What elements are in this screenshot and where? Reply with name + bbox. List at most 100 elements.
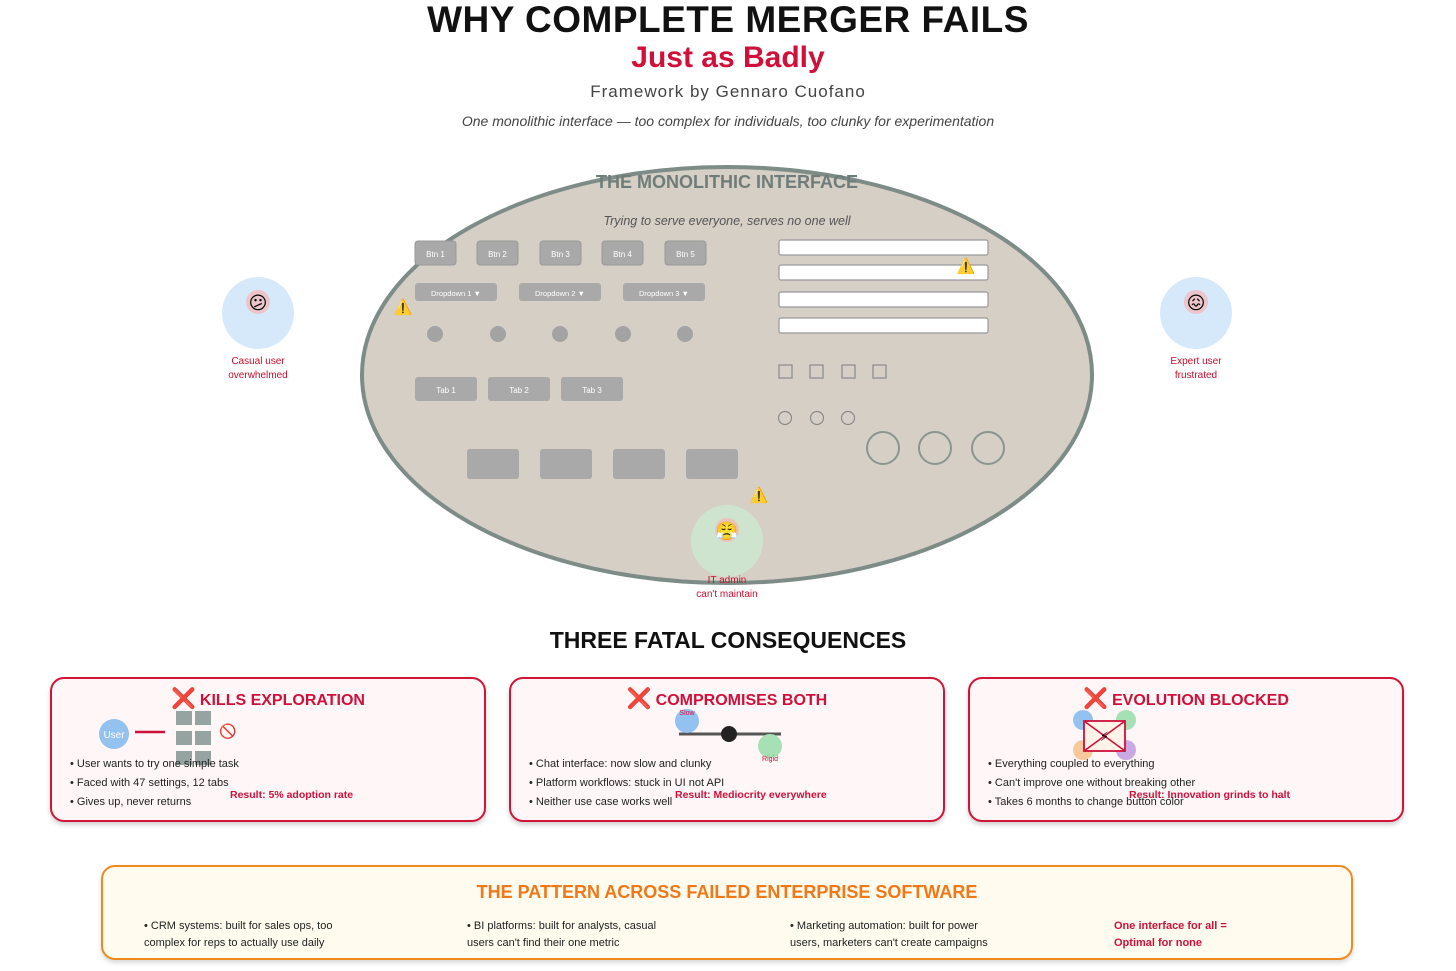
expert-user-label: Expert user frustrated	[1136, 355, 1256, 383]
lightning-icon: ⚡	[1100, 729, 1109, 744]
pattern-item-crm-line1: • CRM systems: built for sales ops, too	[144, 920, 333, 932]
mono-ring[interactable]	[971, 431, 1005, 465]
monolith-tab-row: Tab 1 Tab 2 Tab 3	[415, 377, 623, 401]
casual-user-label-line2: overwhelmed	[228, 370, 288, 381]
list-item: Takes 6 months to change button color	[988, 793, 1195, 812]
mono-block[interactable]	[540, 449, 592, 479]
mono-tab-1-label: Tab 1	[436, 386, 456, 395]
it-admin-label-line2: can't maintain	[696, 589, 758, 600]
mono-dropdown-3[interactable]	[623, 283, 705, 301]
pattern-item-marketing: • Marketing automation: built for power …	[790, 918, 1020, 952]
card-2-result: Result: Mediocrity everywhere	[675, 789, 827, 801]
mono-dot[interactable]	[552, 326, 568, 342]
monolith-title: THE MONOLITHIC INTERFACE	[596, 172, 858, 192]
mono-input[interactable]	[778, 291, 989, 308]
mono-button-2-label: Btn 2	[488, 250, 507, 259]
casual-user-emoji: 😕	[249, 293, 268, 313]
monolith-block-row	[467, 449, 738, 479]
monolith-dot-row	[427, 326, 693, 342]
balance-knob	[721, 726, 737, 742]
user-bubble-label: User	[103, 730, 125, 741]
mono-tab-1[interactable]	[415, 377, 477, 401]
pattern-item-crm: • CRM systems: built for sales ops, too …	[144, 918, 374, 952]
it-admin-emoji: 😤	[716, 521, 738, 541]
card-3-title: ❌EVOLUTION BLOCKED	[970, 689, 1402, 711]
mono-block[interactable]	[686, 449, 738, 479]
pattern-item-bi-line2: users can't find their one metric	[467, 937, 620, 949]
mono-checkbox[interactable]	[872, 364, 887, 379]
pattern-item-marketing-line2: users, marketers can't create campaigns	[790, 937, 988, 949]
expert-user-label-line2: frustrated	[1174, 370, 1218, 381]
card-2-graphic: Slow Rigid	[675, 709, 782, 763]
mono-dot[interactable]	[615, 326, 631, 342]
list-item: Neither use case works well	[529, 793, 724, 812]
mono-input[interactable]	[778, 264, 989, 281]
card-3-bullets: Everything coupled to everything Can't i…	[988, 755, 1195, 812]
mono-checkbox[interactable]	[778, 364, 793, 379]
mono-radio[interactable]	[809, 410, 825, 426]
page-title: WHY COMPLETE MERGER FAILS	[427, 0, 1029, 40]
pattern-item-marketing-line1: • Marketing automation: built for power	[790, 920, 978, 932]
card-2-title: ❌COMPROMISES BOTH	[511, 689, 943, 711]
mono-dropdown-2-label: Dropdown 2 ▼	[535, 289, 585, 298]
mono-ring[interactable]	[918, 431, 952, 465]
pattern-title: THE PATTERN ACROSS FAILED ENTERPRISE SOF…	[476, 882, 978, 902]
card-3-graphic: ⚡	[1073, 710, 1136, 760]
card-kills-exploration: User 🚫 ❌KILLS EXPLORATION User wants to …	[50, 677, 486, 822]
mono-dropdown-3-label: Dropdown 3 ▼	[639, 289, 689, 298]
mono-radio[interactable]	[840, 410, 856, 426]
mono-input[interactable]	[778, 239, 989, 256]
list-item: Chat interface: now slow and clunky	[529, 755, 724, 774]
mono-button-2[interactable]	[476, 240, 519, 266]
mono-input[interactable]	[778, 317, 989, 334]
mono-dot[interactable]	[677, 326, 693, 342]
mono-button-4-label: Btn 4	[613, 250, 632, 259]
mono-button-1-label: Btn 1	[426, 250, 445, 259]
mono-tab-2-label: Tab 2	[509, 386, 529, 395]
pattern-item-bi: • BI platforms: built for analysts, casu…	[467, 918, 697, 952]
mono-button-4[interactable]	[601, 240, 644, 266]
consequences-title: THREE FATAL CONSEQUENCES	[549, 627, 907, 653]
pattern-item-bi-line1: • BI platforms: built for analysts, casu…	[467, 920, 657, 932]
pattern-item-crm-line2: complex for reps to actually use daily	[144, 937, 325, 949]
warning-icon: ⚠️	[750, 486, 769, 504]
mono-dot[interactable]	[427, 326, 443, 342]
pattern-verdict-line1: One interface for all =	[1114, 920, 1227, 932]
list-item: Everything coupled to everything	[988, 755, 1195, 774]
list-item: Platform workflows: stuck in UI not API	[529, 774, 724, 793]
page-subtitle: Just as Badly	[631, 41, 825, 74]
x-icon: ❌	[1083, 688, 1108, 710]
mono-button-3-label: Btn 3	[551, 250, 570, 259]
mono-dot[interactable]	[490, 326, 506, 342]
mono-dropdown-2[interactable]	[519, 283, 601, 301]
mono-block[interactable]	[613, 449, 665, 479]
mono-button-1[interactable]	[414, 240, 457, 266]
mono-dropdown-1[interactable]	[415, 283, 497, 301]
monolith-ring-row	[866, 431, 1005, 465]
card-compromises-both: Slow Rigid ❌COMPROMISES BOTH Chat interf…	[509, 677, 945, 822]
card-evolution-blocked: ⚡ ❌EVOLUTION BLOCKED Everything coupled …	[968, 677, 1404, 822]
tagline: One monolithic interface — too complex f…	[461, 113, 995, 129]
card-1-graphic: User 🚫	[99, 711, 237, 765]
mono-checkbox[interactable]	[841, 364, 856, 379]
monolith-button-row: Btn 1 Btn 2 Btn 3 Btn 4 Btn 5	[414, 240, 707, 266]
list-item: Can't improve one without breaking other	[988, 774, 1195, 793]
slow-bubble	[675, 709, 699, 733]
card-1-bullets: User wants to try one simple task Faced …	[70, 755, 239, 812]
rigid-label: Rigid	[762, 756, 778, 763]
mono-button-5[interactable]	[664, 240, 707, 266]
list-item: Faced with 47 settings, 12 tabs	[70, 774, 239, 793]
mono-ring[interactable]	[866, 431, 900, 465]
mono-checkbox[interactable]	[809, 364, 824, 379]
monolith-dropdown-row: Dropdown 1 ▼ Dropdown 2 ▼ Dropdown 3 ▼	[415, 283, 705, 301]
mono-tab-3-label: Tab 3	[582, 386, 602, 395]
mono-button-3[interactable]	[539, 240, 582, 266]
mono-button-5-label: Btn 5	[676, 250, 695, 259]
mono-tab-3[interactable]	[561, 377, 623, 401]
rigid-bubble	[758, 734, 782, 758]
byline: Framework by Gennaro Cuofano	[590, 82, 866, 101]
mono-radio[interactable]	[777, 410, 793, 426]
mono-block[interactable]	[467, 449, 519, 479]
pattern-box: THE PATTERN ACROSS FAILED ENTERPRISE SOF…	[101, 865, 1353, 960]
mono-tab-2[interactable]	[488, 377, 550, 401]
